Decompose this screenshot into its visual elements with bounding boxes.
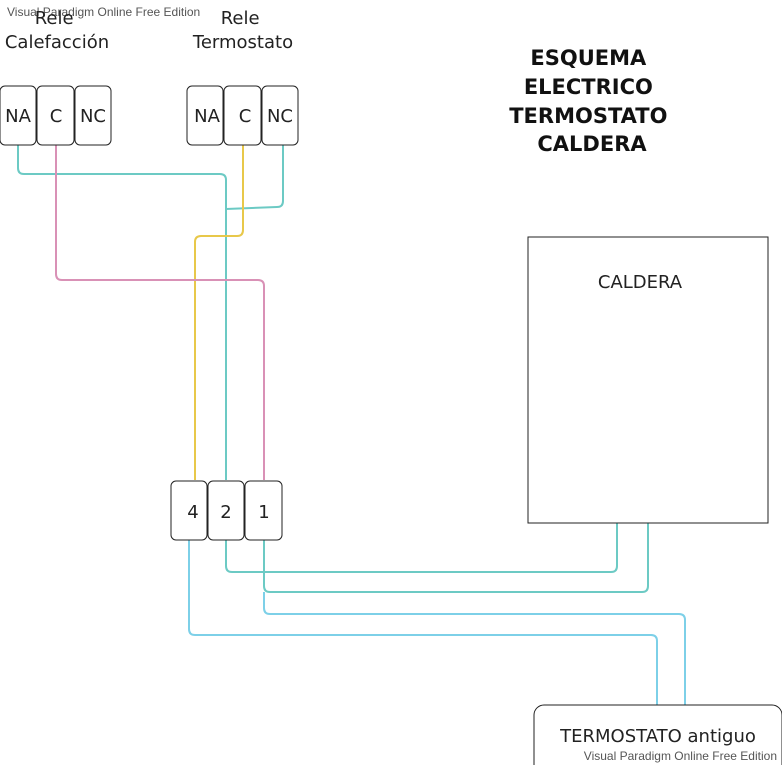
relay-thermostat-terminal-nc-box <box>261 85 299 146</box>
relay-heating-terminal-na: NA <box>5 106 31 127</box>
terminal-4: 4 <box>187 502 198 523</box>
terminal-1: 1 <box>258 502 269 523</box>
wire-thermostat-nc-to-common <box>225 145 284 210</box>
relay-thermostat-terminal-c-box <box>223 85 262 146</box>
terminal-4-box <box>170 480 208 541</box>
wire-terminal-1-to-boiler <box>263 523 649 593</box>
wires <box>17 145 686 720</box>
relay-heating-label-line-1: Rele <box>35 8 74 29</box>
boiler-label: CALDERA <box>598 272 683 293</box>
relay-heating-terminal-nc-box <box>74 85 112 146</box>
relay-thermostat-terminal-na: NA <box>194 106 220 127</box>
terminal-block: 4 2 1 <box>170 480 283 541</box>
watermark-bottom: Visual Paradigm Online Free Edition <box>584 749 777 763</box>
relay-heating-terminal-nc: NC <box>80 106 106 127</box>
relay-thermostat-terminal-nc: NC <box>267 106 293 127</box>
terminal-2-box <box>207 480 245 541</box>
relay-heating-terminal-c: C <box>50 106 63 127</box>
relay-heating-terminal-na-box <box>0 85 37 146</box>
old-thermostat-box <box>533 704 782 765</box>
watermark-top: Visual Paradigm Online Free Edition <box>7 5 200 19</box>
relay-heating-label-line-2: Calefacción <box>5 32 109 53</box>
wire-terminal-4-to-old-thermostat <box>188 540 658 720</box>
relay-thermostat-terminal-c: C <box>239 106 252 127</box>
wire-terminal-2-to-boiler <box>225 523 618 573</box>
terminal-2: 2 <box>220 502 231 523</box>
terminal-1-box <box>244 480 283 541</box>
relay-thermostat-label-line-2: Termostato <box>192 32 293 53</box>
diagram-title-line-2: ELECTRICO <box>524 75 653 99</box>
diagram-title-line-1: ESQUEMA <box>530 46 647 70</box>
relay-heating-label: Rele Calefacción <box>5 8 109 53</box>
relay-heating-terminals: NA C NC <box>0 85 112 146</box>
wire-heating-c-to-terminal-1 <box>55 145 265 480</box>
old-thermostat-label: TERMOSTATO antiguo <box>559 726 756 747</box>
relay-thermostat-terminals: NA C NC <box>186 85 299 146</box>
relay-heating-terminal-c-box <box>36 85 75 146</box>
wire-heating-na-to-terminal-2 <box>17 145 227 480</box>
relay-thermostat-label-line-1: Rele <box>221 8 260 29</box>
relay-thermostat-terminal-na-box <box>186 85 224 146</box>
relay-thermostat-label: Rele Termostato <box>192 8 293 53</box>
diagram-title-line-4: CALDERA <box>537 132 647 156</box>
wire-thermostat-c-to-terminal-4 <box>194 145 244 480</box>
wire-terminal-1-to-old-thermostat <box>263 592 686 720</box>
boiler-box <box>527 236 769 524</box>
diagram-title: ESQUEMA ELECTRICO TERMOSTATO CALDERA <box>509 46 675 156</box>
diagram-title-line-3: TERMOSTATO <box>509 104 667 128</box>
